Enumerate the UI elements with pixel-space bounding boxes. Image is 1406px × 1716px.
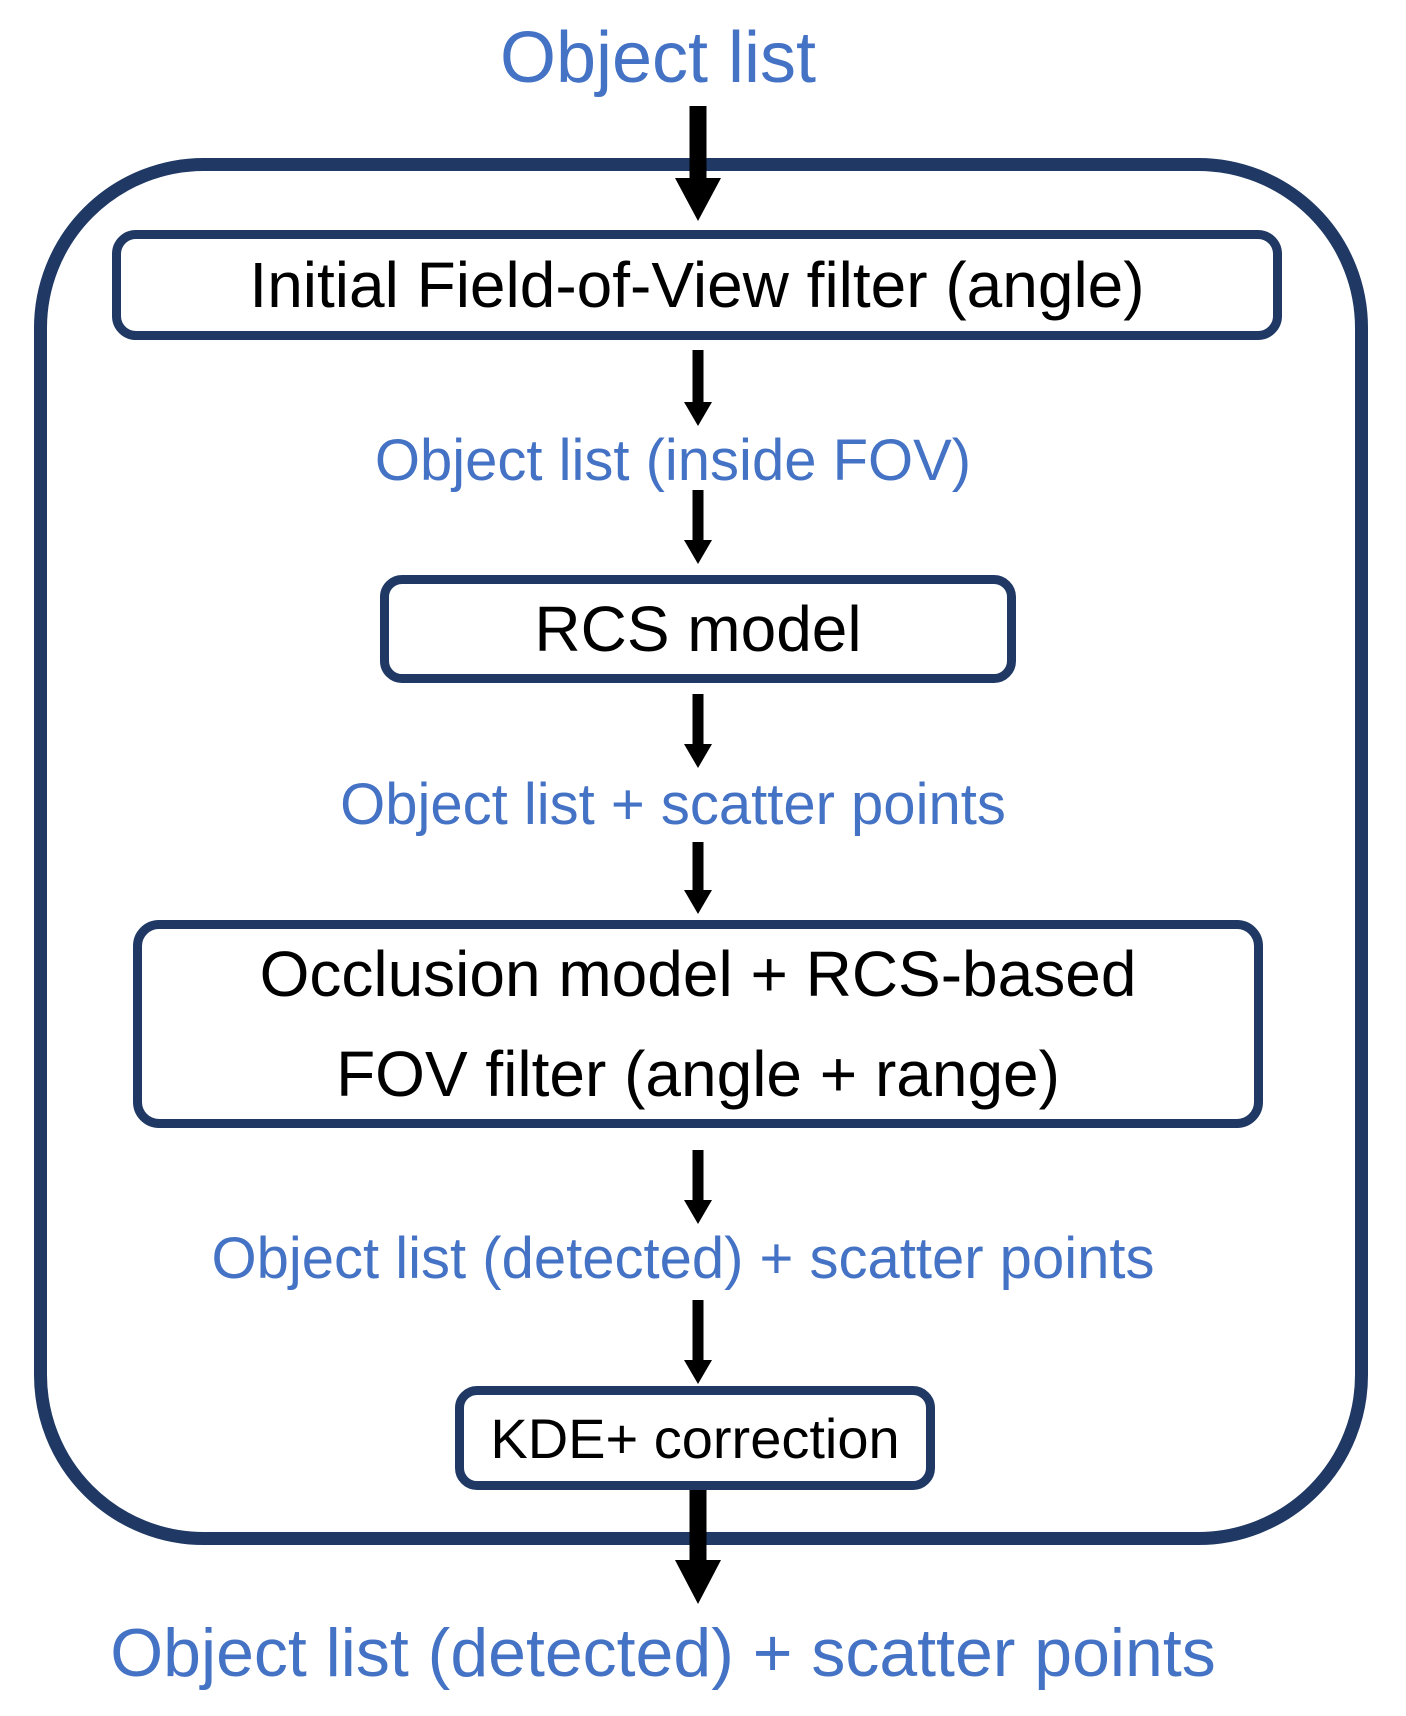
output-label: Object list (detected) + scatter points (110, 1615, 1216, 1691)
stage-label: KDE+ correction (490, 1406, 900, 1470)
arrow-shaft (692, 694, 704, 744)
arrow-head (684, 890, 712, 914)
input-label: Object list (499, 18, 817, 98)
arrow-shaft (689, 106, 707, 178)
stage-label: Initial Field-of-View filter (angle) (249, 249, 1145, 321)
stage-label: RCS model (534, 593, 862, 665)
arrow-shaft (689, 1490, 707, 1560)
arrow-head (684, 744, 712, 768)
arrow-shaft (692, 1150, 704, 1200)
stage-rcs-model: RCS model (380, 575, 1016, 683)
arrow-head (675, 1560, 721, 1604)
stage-label: Occlusion model + RCS-based FOV filter (… (259, 938, 1137, 1110)
arrow-shaft (692, 350, 704, 402)
arrow-head (684, 540, 712, 564)
arrow-head (684, 402, 712, 426)
arrow-head (684, 1360, 712, 1384)
edge-label-scatter-points: Object list + scatter points (340, 772, 1006, 837)
edge-label-detected-scatter-points: Object list (detected) + scatter points (211, 1226, 1155, 1291)
stage-kde-correction: KDE+ correction (455, 1386, 935, 1490)
stage-initial-fov-filter: Initial Field-of-View filter (angle) (112, 230, 1282, 340)
edge-label-inside-fov: Object list (inside FOV) (374, 428, 972, 493)
arrow-shaft (692, 842, 704, 890)
arrow-shaft (692, 1300, 704, 1360)
stage-occlusion-fov-filter: Occlusion model + RCS-based FOV filter (… (133, 920, 1263, 1128)
arrow-shaft (692, 490, 704, 540)
arrow-head (675, 178, 721, 221)
arrow-head (684, 1200, 712, 1224)
pipeline-boundary (34, 158, 1368, 1545)
